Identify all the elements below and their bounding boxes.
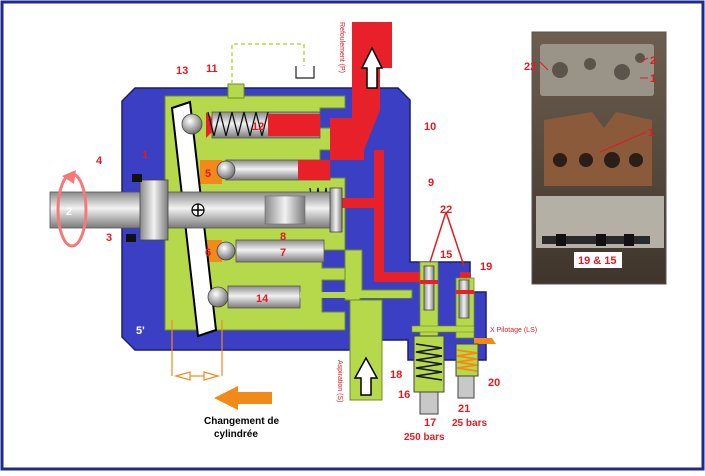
piston-group — [206, 111, 410, 309]
label-2: 2 — [66, 206, 72, 218]
aspiration-label: Aspiration (S) — [336, 360, 343, 402]
refoulement-label: Refoulement (P) — [338, 22, 345, 73]
rotation-arrow-icon — [56, 170, 88, 248]
ball-joint — [181, 113, 203, 135]
spring-20 — [455, 343, 479, 399]
photo-label-1-top: 1 — [650, 73, 656, 85]
label-13: 13 — [176, 65, 188, 77]
changement-label-2: cylindrée — [214, 429, 258, 440]
drive-shaft — [49, 174, 343, 242]
label-4: 4 — [96, 155, 103, 167]
label-6: 6 — [205, 247, 211, 259]
photo-label-22: 22 — [524, 61, 536, 73]
label-15: 15 — [440, 249, 452, 261]
displacement-indicator — [171, 320, 272, 410]
label-17: 17 — [424, 417, 436, 429]
refoulement-arrow-icon — [360, 46, 384, 89]
pressure-250: 250 bars — [404, 432, 445, 443]
ball-joint — [207, 286, 229, 308]
displacement-arrow-icon — [214, 386, 272, 410]
label-5: 5 — [205, 168, 211, 180]
label-1: 1 — [142, 149, 148, 161]
label-9: 9 — [428, 177, 434, 189]
label-7: 7 — [280, 247, 286, 259]
label-11: 11 — [206, 63, 218, 75]
label-5-prime: 5' — [136, 325, 145, 337]
ball-joint — [216, 241, 236, 261]
label-10: 10 — [424, 121, 436, 133]
photo-label-2: 2 — [650, 55, 656, 67]
tank-symbol-icon — [295, 66, 315, 79]
changement-label-1: Changement de — [204, 416, 279, 427]
label-21: 21 — [458, 403, 470, 415]
label-20: 20 — [488, 377, 500, 389]
label-22: 22 — [440, 204, 452, 216]
label-18: 18 — [390, 369, 402, 381]
photo-label-19-15: 19 & 15 — [578, 255, 617, 267]
photo-label-1-bottom: 1 — [648, 127, 654, 139]
pressure-25: 25 bars — [452, 418, 487, 429]
ball-joint — [216, 160, 236, 180]
leader-22 — [429, 211, 465, 267]
label-19: 19 — [480, 261, 492, 273]
aspiration-arrow-icon — [353, 356, 379, 396]
label-16: 16 — [398, 389, 410, 401]
photo-panel — [531, 31, 667, 285]
label-12: 12 — [252, 121, 264, 133]
spring-13 — [207, 111, 269, 137]
label-3: 3 — [106, 232, 112, 244]
spring-16 — [413, 335, 445, 415]
pilot-dashed-line — [231, 43, 305, 84]
label-14: 14 — [256, 293, 269, 305]
label-8: 8 — [280, 231, 286, 243]
pilotage-label: X Pilotage (LS) — [490, 327, 537, 334]
